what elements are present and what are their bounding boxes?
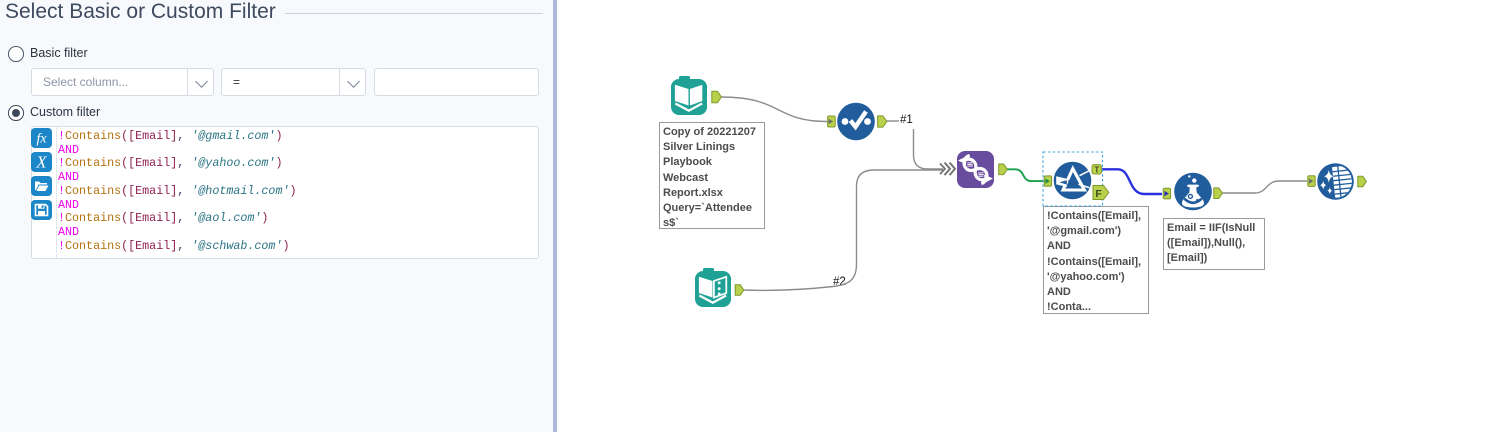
- svg-text:F: F: [1095, 188, 1102, 200]
- svg-text:fx: fx: [36, 131, 47, 146]
- svg-text:X: X: [35, 152, 47, 171]
- svg-text:T: T: [1094, 165, 1099, 174]
